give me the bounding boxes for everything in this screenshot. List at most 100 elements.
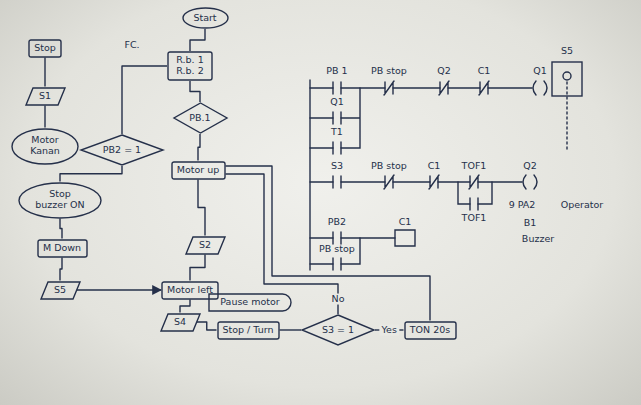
rung-wire [310,181,522,182]
text-stack: TON 20s [410,325,450,336]
branch-wire [458,182,492,204]
node-text: S1 [39,91,51,102]
decision-diamond: S3 = 1 [301,314,375,346]
outline-path [38,240,87,257]
ladder-label: C1 [399,217,412,228]
ladder-label: Q1 [330,97,344,108]
dotted-line [566,82,567,150]
node-text: Start [193,13,216,24]
io-parallelogram: S1 [25,87,66,106]
edge-label: Yes [380,325,399,336]
contact-symbol [470,198,478,210]
node-text: M Down [43,243,81,254]
outline-path [41,282,80,299]
outline-path [405,322,456,339]
process-box: Motor up [171,161,226,180]
ladder-label: PB stop [371,66,407,77]
nc-contact-symbol [384,81,489,95]
text-stack: Stop / Turn [223,325,274,336]
outline-path [302,315,374,345]
coil-symbol [533,81,547,95]
node-text: PB2 = 1 [103,145,141,156]
text-stack: Pause motor [220,297,279,308]
node-text: Motor up [177,165,220,176]
node-text: Pause motor [220,297,279,308]
ladder-label: FC. [124,40,139,51]
decision-diamond: PB.1 [173,102,228,134]
outline-path [12,129,78,164]
process-box: R.b. 1 R.b. 2 [167,51,213,81]
io-parallelogram: S4 [160,313,201,332]
note-shape: Pause motor [208,293,292,312]
process-box: Stop [28,39,62,58]
text-stack: Stop [34,43,56,54]
contact-symbol [333,232,341,244]
flow-line [44,106,45,128]
flow-line [60,258,62,281]
ladder-label: PB stop [319,244,355,255]
ladder-label: 9 PA2 [509,200,536,211]
contact-symbol [333,82,341,94]
node-text: Stop [34,43,56,54]
branch-wire [310,238,360,264]
node-text: Stop / Turn [223,325,274,336]
flow-line [60,219,62,239]
text-stack: PB.1 [189,113,210,124]
rung-wire [310,87,532,88]
outline-path [183,8,228,28]
flow-line [280,329,302,330]
ladder-label: C1 [478,66,491,77]
text-stack: Stop buzzer ON [34,189,86,211]
ladder-label: PB stop [371,161,407,172]
outline-path [29,40,61,57]
flow-line [197,322,217,330]
ladder-label: PB2 [328,217,346,228]
text-stack: PB2 = 1 [103,145,141,156]
power-rail [309,80,310,270]
flow-line [122,66,167,134]
text-stack: Motor up [177,165,220,176]
switch-box [552,62,582,96]
decision-diamond: PB2 = 1 [80,134,164,166]
process-box: TON 20s [404,321,457,340]
rung-wire [310,237,395,238]
node-text: S4 [174,317,186,328]
outline-path [174,103,227,133]
ladder-label: Q1 [533,66,547,77]
node-text: S5 [54,285,66,296]
process-box: Stop / Turn [217,321,280,340]
text-stack: S4 [174,317,186,328]
flow-line [198,134,200,161]
ladder-label: PB 1 [326,66,347,77]
terminal-oval: Stop buzzer ON [18,182,102,219]
outline-path [26,88,65,105]
outline-path [172,162,225,179]
outline-path [19,183,101,218]
flow-line [44,58,45,87]
ladder-label: TOF1 [462,213,487,224]
io-parallelogram: S2 [185,236,226,255]
node-text: Motor left [167,285,213,296]
ladder-label: S5 [561,46,573,57]
node-text: Motor Kanan [25,135,65,157]
terminal-oval: Motor Kanan [11,128,79,165]
outline-path [168,52,212,80]
text-stack: S1 [39,91,51,102]
flow-line [198,180,205,236]
ladder-label: C1 [428,161,441,172]
process-box: M Down [37,239,88,258]
outline-path [161,314,200,331]
outline-path [218,322,279,339]
contact-symbol [333,258,341,270]
outline-path [81,135,163,165]
text-stack: Motor left [167,285,213,296]
contact-symbol [333,176,341,188]
flow-line [190,29,205,51]
node-text: PB.1 [189,113,210,124]
nc-contact-symbol [384,175,479,189]
ladder-label: T1 [331,127,343,138]
node-text: Stop buzzer ON [34,189,86,211]
